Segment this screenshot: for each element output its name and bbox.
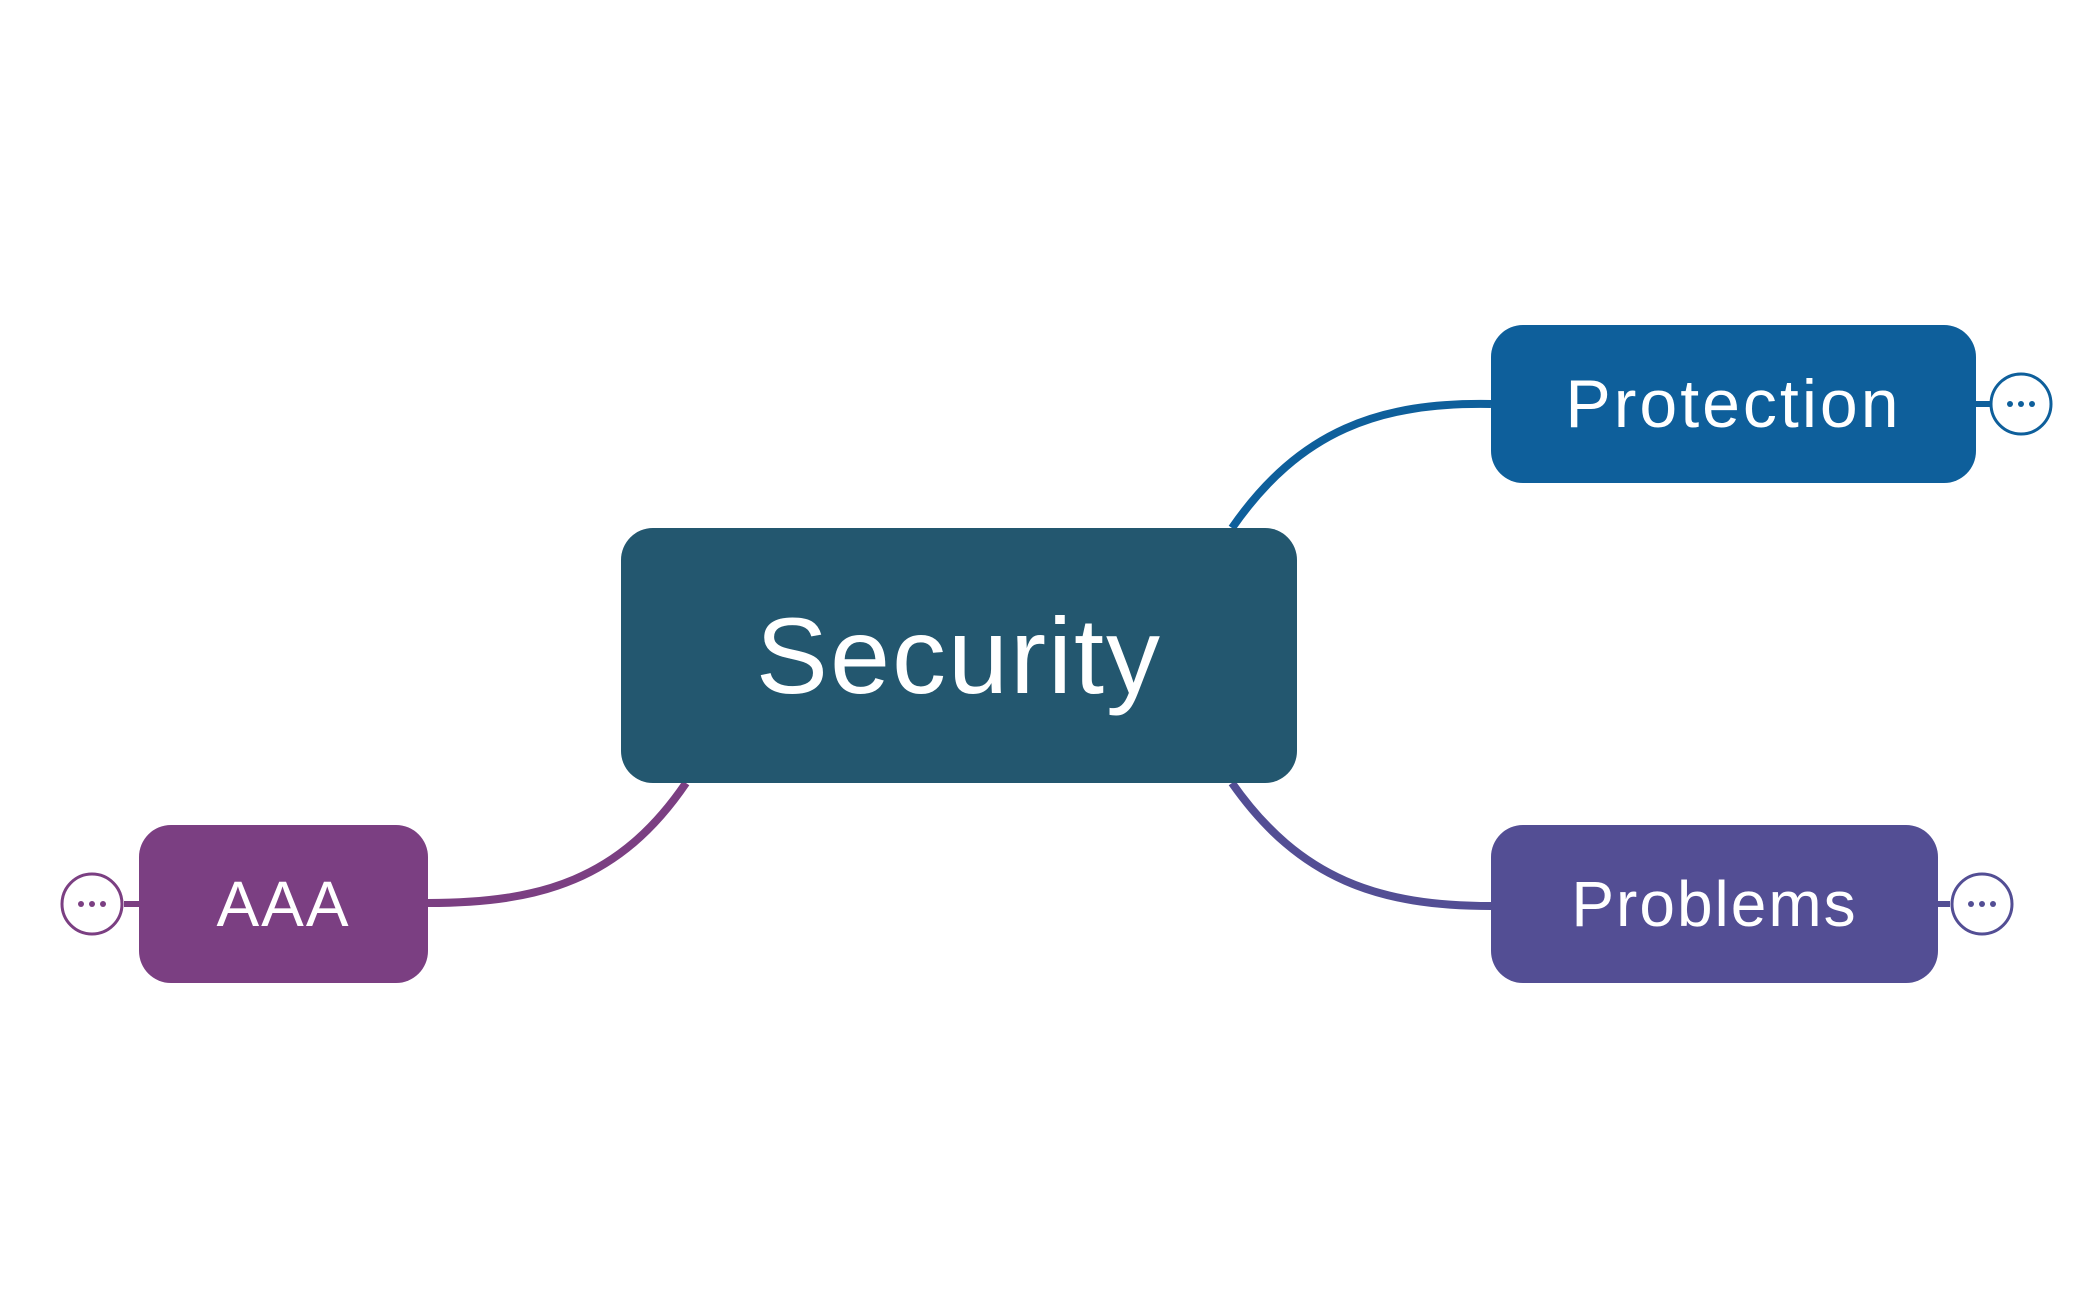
connector-problems (1228, 780, 1492, 910)
central-topic-security[interactable]: Security (621, 528, 1297, 783)
expand-problems-button[interactable] (1950, 872, 2014, 936)
connector-protection (1228, 399, 1492, 531)
topic-aaa[interactable]: AAA (139, 825, 428, 983)
connector-aaa (427, 780, 690, 907)
topic-problems-label: Problems (1571, 868, 1858, 940)
topic-problems[interactable]: Problems (1491, 825, 1938, 983)
topic-protection-label: Protection (1565, 366, 1902, 442)
topic-protection[interactable]: Protection (1491, 325, 1976, 483)
expand-protection-button[interactable] (1989, 372, 2053, 436)
topic-aaa-label: AAA (216, 868, 351, 940)
central-topic-label: Security (755, 595, 1163, 716)
expand-aaa-button[interactable] (60, 872, 124, 936)
